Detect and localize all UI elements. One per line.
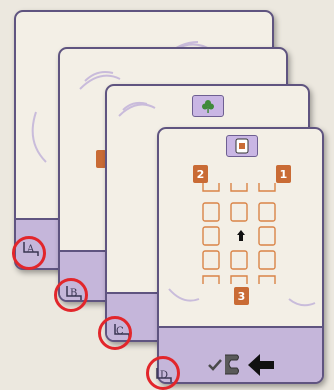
clover-icon xyxy=(200,98,216,114)
arrow-left-icon xyxy=(246,352,276,378)
highlight-circle-b xyxy=(54,278,88,312)
number-tag-3: 3 xyxy=(234,287,249,305)
checkmark-icon xyxy=(208,359,222,371)
highlight-circle-a xyxy=(12,236,46,270)
number-1: 1 xyxy=(280,168,288,181)
number-2: 2 xyxy=(197,168,205,181)
action-row xyxy=(208,352,308,380)
highlight-circle-c xyxy=(98,316,132,350)
dice-icon xyxy=(235,138,249,154)
scroll-icon xyxy=(222,353,240,377)
clover-slot xyxy=(192,95,224,117)
highlight-circle-d xyxy=(146,356,180,390)
dice-slot xyxy=(226,135,258,157)
number-3: 3 xyxy=(238,290,246,303)
player-pawn-icon xyxy=(235,229,247,243)
